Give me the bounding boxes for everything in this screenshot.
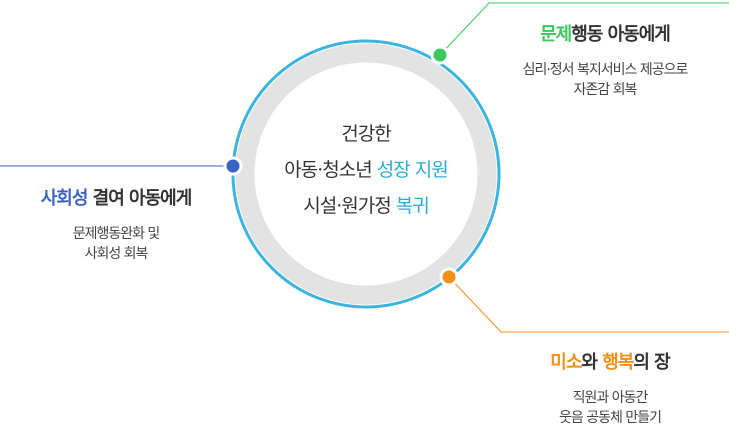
center-text: 건강한 아동·청소년 성장 지원 시설·원가정 복귀 xyxy=(266,116,466,224)
connector-green xyxy=(439,2,729,56)
block-title: 미소와 행복의 장 xyxy=(550,352,670,373)
block-desc-2: 웃음 공동체 만들기 xyxy=(559,410,662,426)
block-smile-happiness: 미소와 행복의 장 직원과 아동간 웃음 공동체 만들기 xyxy=(490,348,729,428)
block-desc-1: 직원과 아동간 xyxy=(572,390,649,406)
blue-dot xyxy=(223,156,243,176)
center-line-3: 시설·원가정 복귀 xyxy=(303,195,429,217)
block-title: 사회성 결여 아동에게 xyxy=(40,188,193,209)
block-title: 문제행동 아동에게 xyxy=(540,24,671,45)
connector-orange xyxy=(448,276,729,333)
block-desc-1: 심리·정서 복지서비스 제공으로 xyxy=(522,62,689,78)
gray-ring xyxy=(235,43,497,305)
orange-dot xyxy=(439,267,459,287)
green-dot xyxy=(430,45,450,65)
block-desc-2: 사회성 회복 xyxy=(84,246,149,262)
center-line-1: 건강한 xyxy=(341,123,391,145)
block-desc-1: 문제행동완화 및 xyxy=(72,226,161,242)
block-desc-2: 자존감 회복 xyxy=(573,82,638,98)
block-social: 사회성 결여 아동에게 문제행동완화 및 사회성 회복 xyxy=(0,184,232,264)
center-line-2: 아동·청소년 성장 지원 xyxy=(284,159,448,181)
block-problem-behavior: 문제행동 아동에게 심리·정서 복지서비스 제공으로 자존감 회복 xyxy=(480,20,729,100)
